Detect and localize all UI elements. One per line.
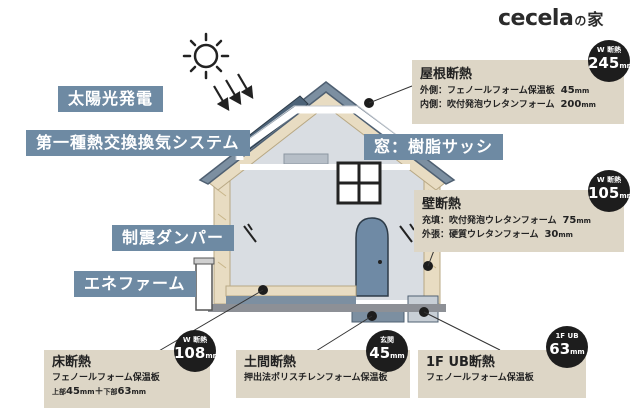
floor-slab (225, 285, 357, 297)
floor-insulation-thickness: 上部45mm＋下部63mm (52, 386, 147, 397)
floor-insulation-material: フェノールフォーム保温板 (52, 373, 160, 383)
sunlight-arrows-icon (213, 73, 254, 111)
unit-bath-thickness-badge: 1F UB 63mm (546, 326, 588, 368)
logo-wordmark: cecela (498, 6, 574, 31)
ventilation-unit (283, 153, 329, 165)
unit-bath-insulation-material: フェノールフォーム保温板 (426, 373, 534, 383)
earth-floor-insulation-material: 押出法ポリスチレンフォーム保温板 (244, 373, 388, 383)
roof (198, 81, 456, 185)
sun-icon (182, 32, 230, 80)
label-enefarm: エネファーム (74, 271, 196, 297)
seismic-damper-icon (243, 223, 415, 243)
logo-suffix: の (574, 14, 587, 28)
entrance-thickness-badge: 玄関 45mm (366, 330, 408, 372)
label-seismic-damper: 制震ダンパー (112, 225, 235, 251)
label-resin-window: 窓：樹脂サッシ (364, 134, 504, 160)
logo-kanji: 家 (587, 10, 604, 29)
label-ventilation-system: 第一種熱交換換気システム (26, 130, 250, 156)
enefarm-unit (195, 261, 213, 311)
window-icon (336, 161, 382, 205)
front-door (355, 217, 389, 297)
unit-bath-insulation-title: 1F UB断熱 (426, 355, 495, 370)
roof-thickness-badge: W 断熱 245mm (588, 40, 634, 82)
label-solar-power: 太陽光発電 (58, 86, 164, 112)
wall-thickness-badge: W 断熱 105mm (588, 170, 634, 212)
brand-logo: cecelaの家 (498, 6, 603, 31)
floor-insulation-title: 床断熱 (52, 355, 92, 370)
wall-insulation-title: 壁断熱 (422, 197, 462, 212)
foundation (208, 304, 446, 312)
floor-thickness-badge: W 断熱 108mm (174, 330, 220, 372)
earth-floor-insulation-title: 土間断熱 (244, 355, 297, 370)
floor-insulation-callout: 床断熱 フェノールフォーム保温板 上部45mm＋下部63mm (44, 350, 210, 408)
roof-insulation-title: 屋根断熱 (420, 67, 473, 82)
